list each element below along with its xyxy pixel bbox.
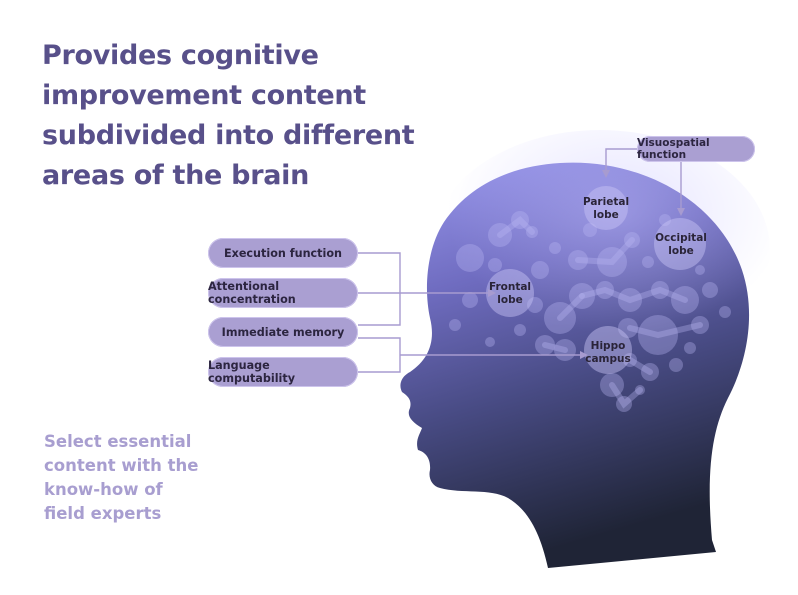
- neural-links: [497, 216, 703, 409]
- neural-network-pattern: [449, 211, 731, 412]
- hippocampus-marker: [584, 326, 632, 374]
- parietal-lobe-label: Parietal lobe: [582, 196, 630, 221]
- occipital-lobe-marker: [654, 218, 706, 270]
- parietal-lobe-marker: [584, 186, 628, 230]
- connector-lines: [358, 148, 682, 373]
- hippocampus-label: Hippo campus: [585, 340, 631, 365]
- headline: Provides cognitive improvement content s…: [42, 40, 415, 191]
- execution-function-pill: Execution function: [208, 238, 358, 268]
- attentional-concentration-pill: Attentional concentration: [208, 278, 358, 308]
- frontal-lobe-label: Frontal lobe: [488, 281, 532, 306]
- visuospatial-function-pill: Visuospatial function: [637, 136, 755, 162]
- tagline: Select essential content with the know-h…: [44, 432, 199, 523]
- frontal-lobe-marker: [486, 269, 534, 317]
- lobe-markers: [486, 186, 706, 374]
- occipital-lobe-label: Occipital lobe: [655, 232, 707, 257]
- connector-arrowheads: [488, 170, 685, 359]
- immediate-memory-pill: Immediate memory: [208, 317, 358, 347]
- language-computability-pill: Language computability: [208, 357, 358, 387]
